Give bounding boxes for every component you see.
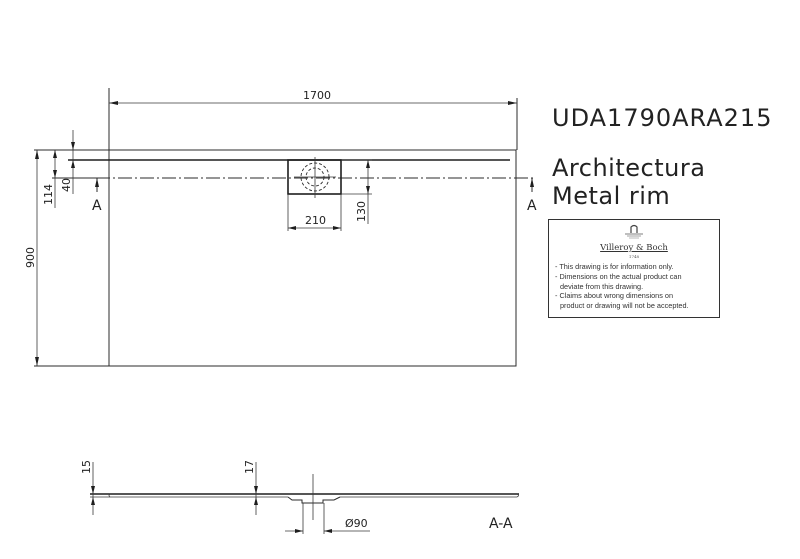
tray-outline [108,149,517,367]
dim-210: 210 [305,214,326,227]
section-marker-right: A [527,198,537,214]
disclaimer-line: - Dimensions on the actual product can [555,271,682,281]
brand-name: Villeroy & Boch [600,243,668,253]
dim-40: 40 [60,178,73,192]
product-name-line1: Architectura [552,154,706,182]
product-code: UDA1790ARA215 [552,104,773,132]
disclaimer-list: - This drawing is for information only. … [555,262,719,311]
dim-diameter-90: Ø90 [345,517,368,530]
plan-view: 1700 900 114 40 A A 210 [24,88,537,367]
brand-year: 1748 [628,254,640,259]
disclaimer-line: product or drawing will not be accepted. [560,301,689,311]
brand-logo-icon [549,224,719,244]
disclaimer-line: - Claims about wrong dimensions on [555,291,674,301]
dim-17: 17 [243,460,256,474]
product-name: Architectura Metal rim [552,154,705,210]
dim-1700: 1700 [303,89,331,102]
section-view: Ø90 15 17 A-A [80,460,519,534]
dim-15: 15 [80,460,93,474]
dim-900: 900 [24,247,37,268]
section-label: A-A [489,516,513,532]
tray-edge-right [516,493,519,498]
product-name-line2: Metal rim [552,182,671,210]
disclaimer-line: deviate from this drawing. [560,281,644,291]
disclaimer-line: - This drawing is for information only. [555,262,674,271]
section-marker-left: A [92,198,102,214]
disclaimer-box: Villeroy & Boch 1748 - This drawing is f… [548,219,720,318]
drain-sump [287,496,341,504]
tray-edge-left [108,493,111,498]
drain-box [287,159,342,195]
dim-114: 114 [42,184,55,205]
dim-130: 130 [355,201,368,222]
